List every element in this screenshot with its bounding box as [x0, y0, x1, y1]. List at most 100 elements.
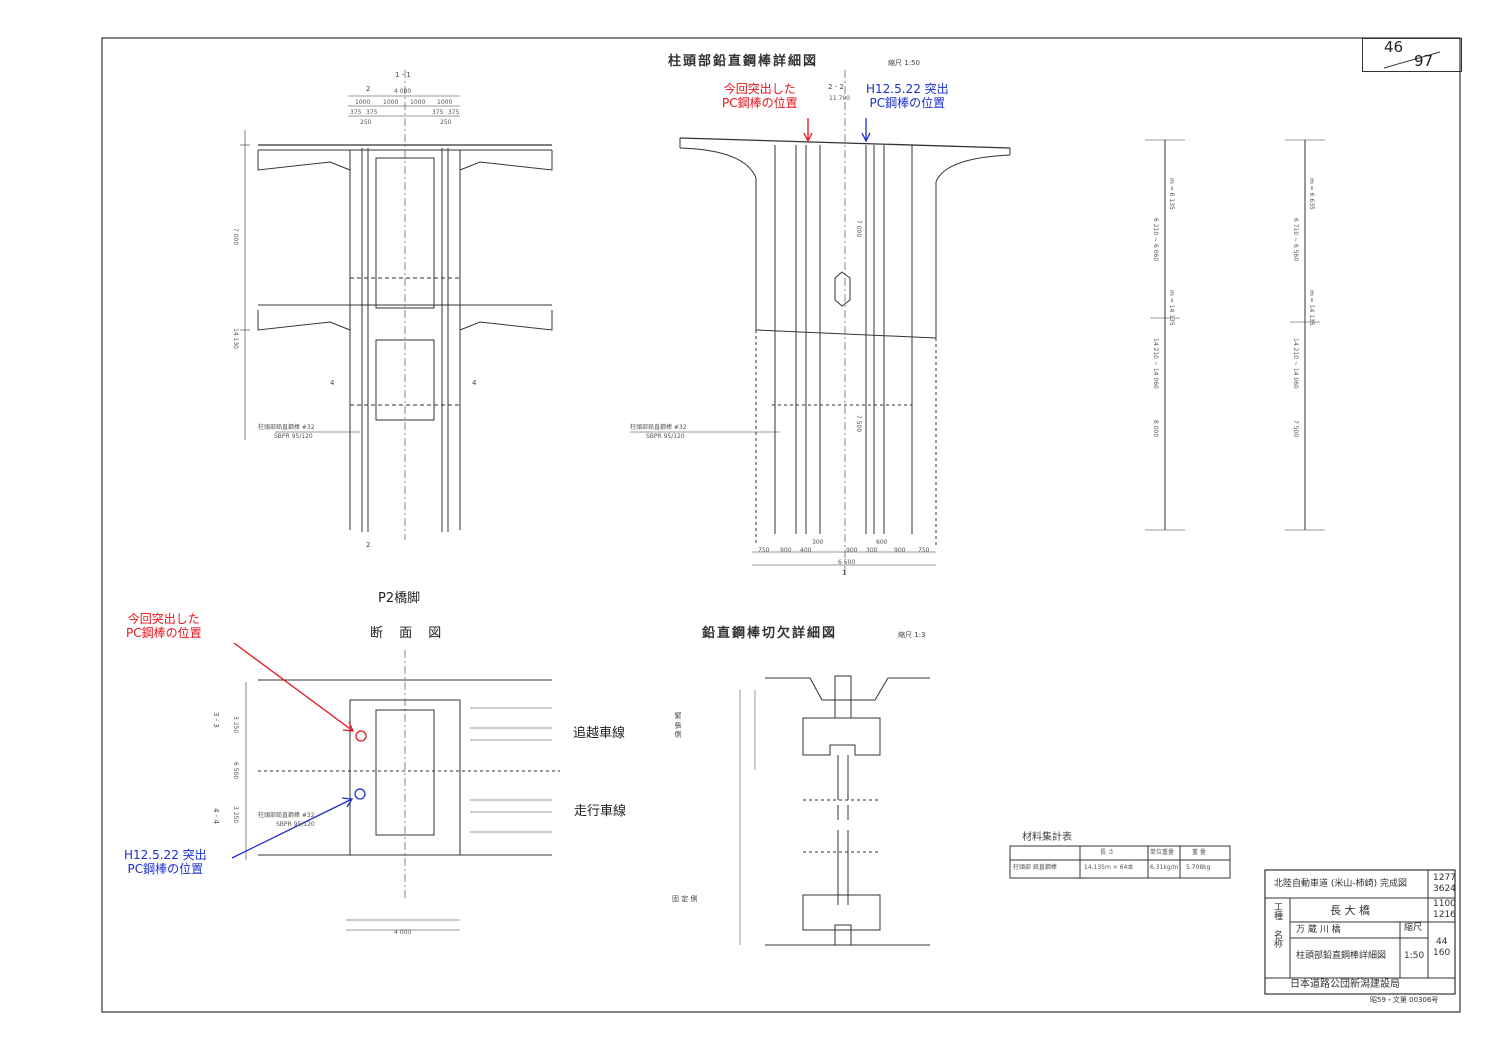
main-scale: 縮尺 1:50	[888, 59, 920, 67]
material-cell-0: 柱頭部 鉛直鋼棒	[1013, 864, 1057, 871]
tb-kind-label: 工種	[1272, 902, 1282, 920]
tb-code-1: 1277	[1433, 873, 1456, 883]
lane-passing: 追越車線	[573, 726, 626, 741]
dim-6500-left: 6 500	[232, 762, 239, 780]
material-cell-1: 14.135m × 64本	[1084, 864, 1134, 871]
material-table-lines	[1009, 845, 1231, 879]
bar-spec-center: SBPR 95/120	[646, 433, 685, 440]
right-a-0: 6 210 ~ 6 060	[1152, 218, 1159, 262]
mark-2-top: 2	[366, 85, 371, 93]
tb-name-label: 名称	[1272, 930, 1282, 948]
dim-4000-top: 4 000	[394, 88, 412, 95]
section-3-3-label: 3 - 3	[212, 712, 220, 728]
section-4-4-label: 4 - 4	[212, 808, 220, 824]
page-number-total: 97	[1414, 52, 1434, 70]
tb-scale-label: 縮尺	[1404, 923, 1423, 933]
section-2-2-label: 2 - 2	[828, 83, 844, 91]
right-b-1: m = 6 635	[1308, 178, 1315, 210]
main-title: 柱頭部鉛直鋼棒詳細図	[668, 54, 819, 69]
cut-detail	[739, 675, 930, 946]
tb-project: 北陸自動車道 (米山-柿崎) 完成図	[1274, 879, 1407, 889]
dim-7500-center: 7 500	[855, 415, 862, 433]
dim-375-d: 375	[448, 109, 460, 116]
dim-375-b: 375	[366, 109, 378, 116]
mark-4-right: 4	[472, 379, 477, 387]
dim-bottom-7: 900	[894, 547, 906, 554]
bar-note-left: 柱頭部鉛直鋼棒 #32	[258, 424, 315, 431]
tb-scale-val: 1:50	[1404, 951, 1425, 961]
tb-code-6: 160	[1433, 948, 1451, 958]
tb-bridge: 長 大 橋	[1330, 904, 1370, 917]
tb-footer: 昭59・文第 00306号	[1370, 996, 1439, 1004]
section-view-title: 断 面 図	[370, 626, 448, 641]
dim-1000-b: 1000	[383, 99, 399, 106]
dim-bottom-2: 400	[800, 547, 812, 554]
dim-375-a: 375	[350, 109, 362, 116]
dim-7000-center: 7 000	[855, 220, 862, 238]
note-red-top: 今回突出した PC鋼棒の位置	[722, 82, 798, 110]
right-b-3: 14 210 ~ 14 060	[1292, 338, 1299, 389]
tb-org: 日本道路公団新潟建設局	[1290, 979, 1400, 990]
dim-bottom-5: 300	[866, 547, 878, 554]
section-1-1-label: 1 - 1	[395, 71, 411, 79]
right-a-3: 14 210 ~ 14 060	[1152, 338, 1159, 389]
material-cell-2: 6.31kg/m	[1150, 864, 1179, 871]
dim-1000-a: 1000	[355, 99, 371, 106]
dim-14130-left: 14 130	[232, 328, 239, 349]
pier-label: P2橋脚	[378, 591, 421, 606]
right-b-4: 7 500	[1292, 420, 1299, 438]
right-b-0: 6 710 ~ 6 560	[1292, 218, 1299, 262]
tb-code-5: 44	[1436, 937, 1448, 947]
elevation-2-2	[630, 70, 1011, 575]
material-title: 材料集計表	[1022, 832, 1072, 843]
tension-side: 緊 張 側	[674, 712, 682, 738]
title-block-lines	[1264, 869, 1456, 995]
dim-bottom-4: 900	[846, 547, 858, 554]
lane-driving: 走行車線	[574, 804, 627, 819]
dim-1000-c: 1000	[410, 99, 426, 106]
note-red-left: 今回突出した PC鋼棒の位置	[126, 612, 202, 640]
dim-bottom-6: 600	[876, 539, 888, 546]
right-b-2: m = 14 135	[1308, 290, 1315, 326]
right-a-2: m = 14 135	[1168, 290, 1175, 326]
right-a-1: m = 6 135	[1168, 178, 1175, 210]
section-view	[231, 642, 560, 931]
tb-code-2: 3624	[1433, 884, 1456, 894]
mark-4-left: 4	[330, 379, 335, 387]
dim-6500-center: 6 500	[838, 559, 856, 566]
material-header-2: 単位重量	[1150, 849, 1175, 856]
dim-250-b: 250	[440, 119, 452, 126]
page-number-box	[1362, 38, 1462, 72]
note-arrows-top	[803, 118, 871, 143]
dim-bottom-3: 300	[812, 539, 824, 546]
note-blue-left: H12.5.22 突出 PC鋼棒の位置	[124, 848, 207, 876]
tb-sub1: 万 蔵 川 橋	[1296, 925, 1341, 935]
cut-scale: 縮尺 1:3	[898, 631, 926, 639]
material-header-3: 重 量	[1192, 849, 1206, 856]
note-blue-top: H12.5.22 突出 PC鋼棒の位置	[866, 82, 949, 110]
fixed-side: 固 定 側	[672, 895, 698, 903]
material-cell-3: 5.708kg	[1186, 864, 1211, 871]
dim-7000-left: 7 000	[232, 228, 239, 246]
dim-375-c: 375	[432, 109, 444, 116]
cut-title: 鉛直鋼棒切欠詳細図	[702, 626, 838, 641]
material-header-1: 長 さ	[1100, 849, 1114, 856]
page-number-current: 46	[1384, 38, 1404, 56]
dim-3250-top: 3 250	[232, 716, 239, 734]
dim-bottom-0: 750	[758, 547, 770, 554]
bar-elevations	[1145, 139, 1325, 531]
right-a-4: 8 000	[1152, 420, 1159, 438]
bar-spec-left: SBPR 95/120	[274, 433, 313, 440]
dim-250-a: 250	[360, 119, 372, 126]
section-2-2-width: 11 700	[829, 95, 850, 102]
dim-3250-bottom: 3 250	[232, 806, 239, 824]
tb-code-4: 1216	[1433, 910, 1456, 920]
dim-4000-bottom: 4 000	[394, 929, 412, 936]
bar-note-center: 柱頭部鉛直鋼棒 #32	[630, 424, 687, 431]
tb-sub2: 柱頭部鉛直鋼棒詳細図	[1296, 951, 1387, 961]
dim-bottom-1: 900	[780, 547, 792, 554]
mark-2-bottom: 2	[366, 541, 371, 549]
dim-bottom-8: 750	[918, 547, 930, 554]
